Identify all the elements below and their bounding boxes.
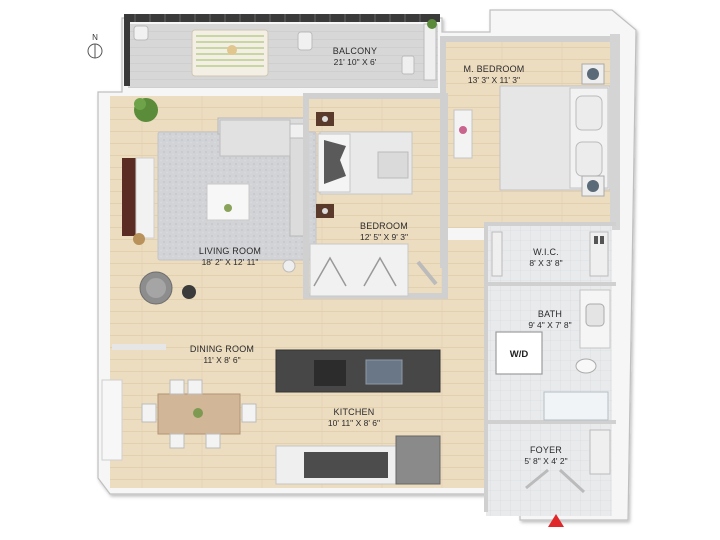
balcony-dimensions: 21' 10" X 6': [334, 57, 377, 67]
foyer-dimensions: 5' 8" X 4' 2": [524, 456, 567, 466]
wic-dimensions: 8' X 3' 8": [529, 258, 562, 268]
wic-label: W.I.C.: [533, 247, 559, 257]
service-area: [484, 222, 616, 516]
bath-label: BATH: [538, 309, 562, 319]
master-bedroom-area: [440, 34, 620, 268]
washer-dryer-label: W/D: [510, 349, 529, 360]
bedroom-area: [303, 93, 448, 299]
bedroom-dimensions: 12' 5" X 9' 3": [360, 232, 408, 242]
master-bedroom-dimensions: 13' 3" X 11' 3": [468, 75, 520, 85]
dining-room-dimensions: 11' X 8' 6": [203, 355, 240, 365]
foyer-label: FOYER: [530, 445, 562, 455]
entry-marker: [548, 514, 564, 527]
kitchen-dimensions: 10' 11" X 8' 6": [328, 418, 380, 428]
living-room-dimensions: 18' 2" X 12' 11": [202, 257, 259, 267]
balcony-area: [124, 14, 440, 88]
living-room-furniture: [122, 98, 317, 305]
living-room-label: LIVING ROOM: [199, 246, 261, 256]
dining-room-label: DINING ROOM: [190, 344, 254, 354]
dining-kitchen-area: [101, 344, 441, 485]
master-bedroom-label: M. BEDROOM: [463, 64, 524, 74]
bath-dimensions: 9' 4" X 7' 8": [528, 320, 571, 330]
bedroom-label: BEDROOM: [360, 221, 408, 231]
balcony-label: BALCONY: [333, 46, 377, 56]
kitchen-label: KITCHEN: [334, 407, 375, 417]
compass-north-label: N: [92, 33, 98, 42]
compass-rose: [87, 43, 103, 59]
